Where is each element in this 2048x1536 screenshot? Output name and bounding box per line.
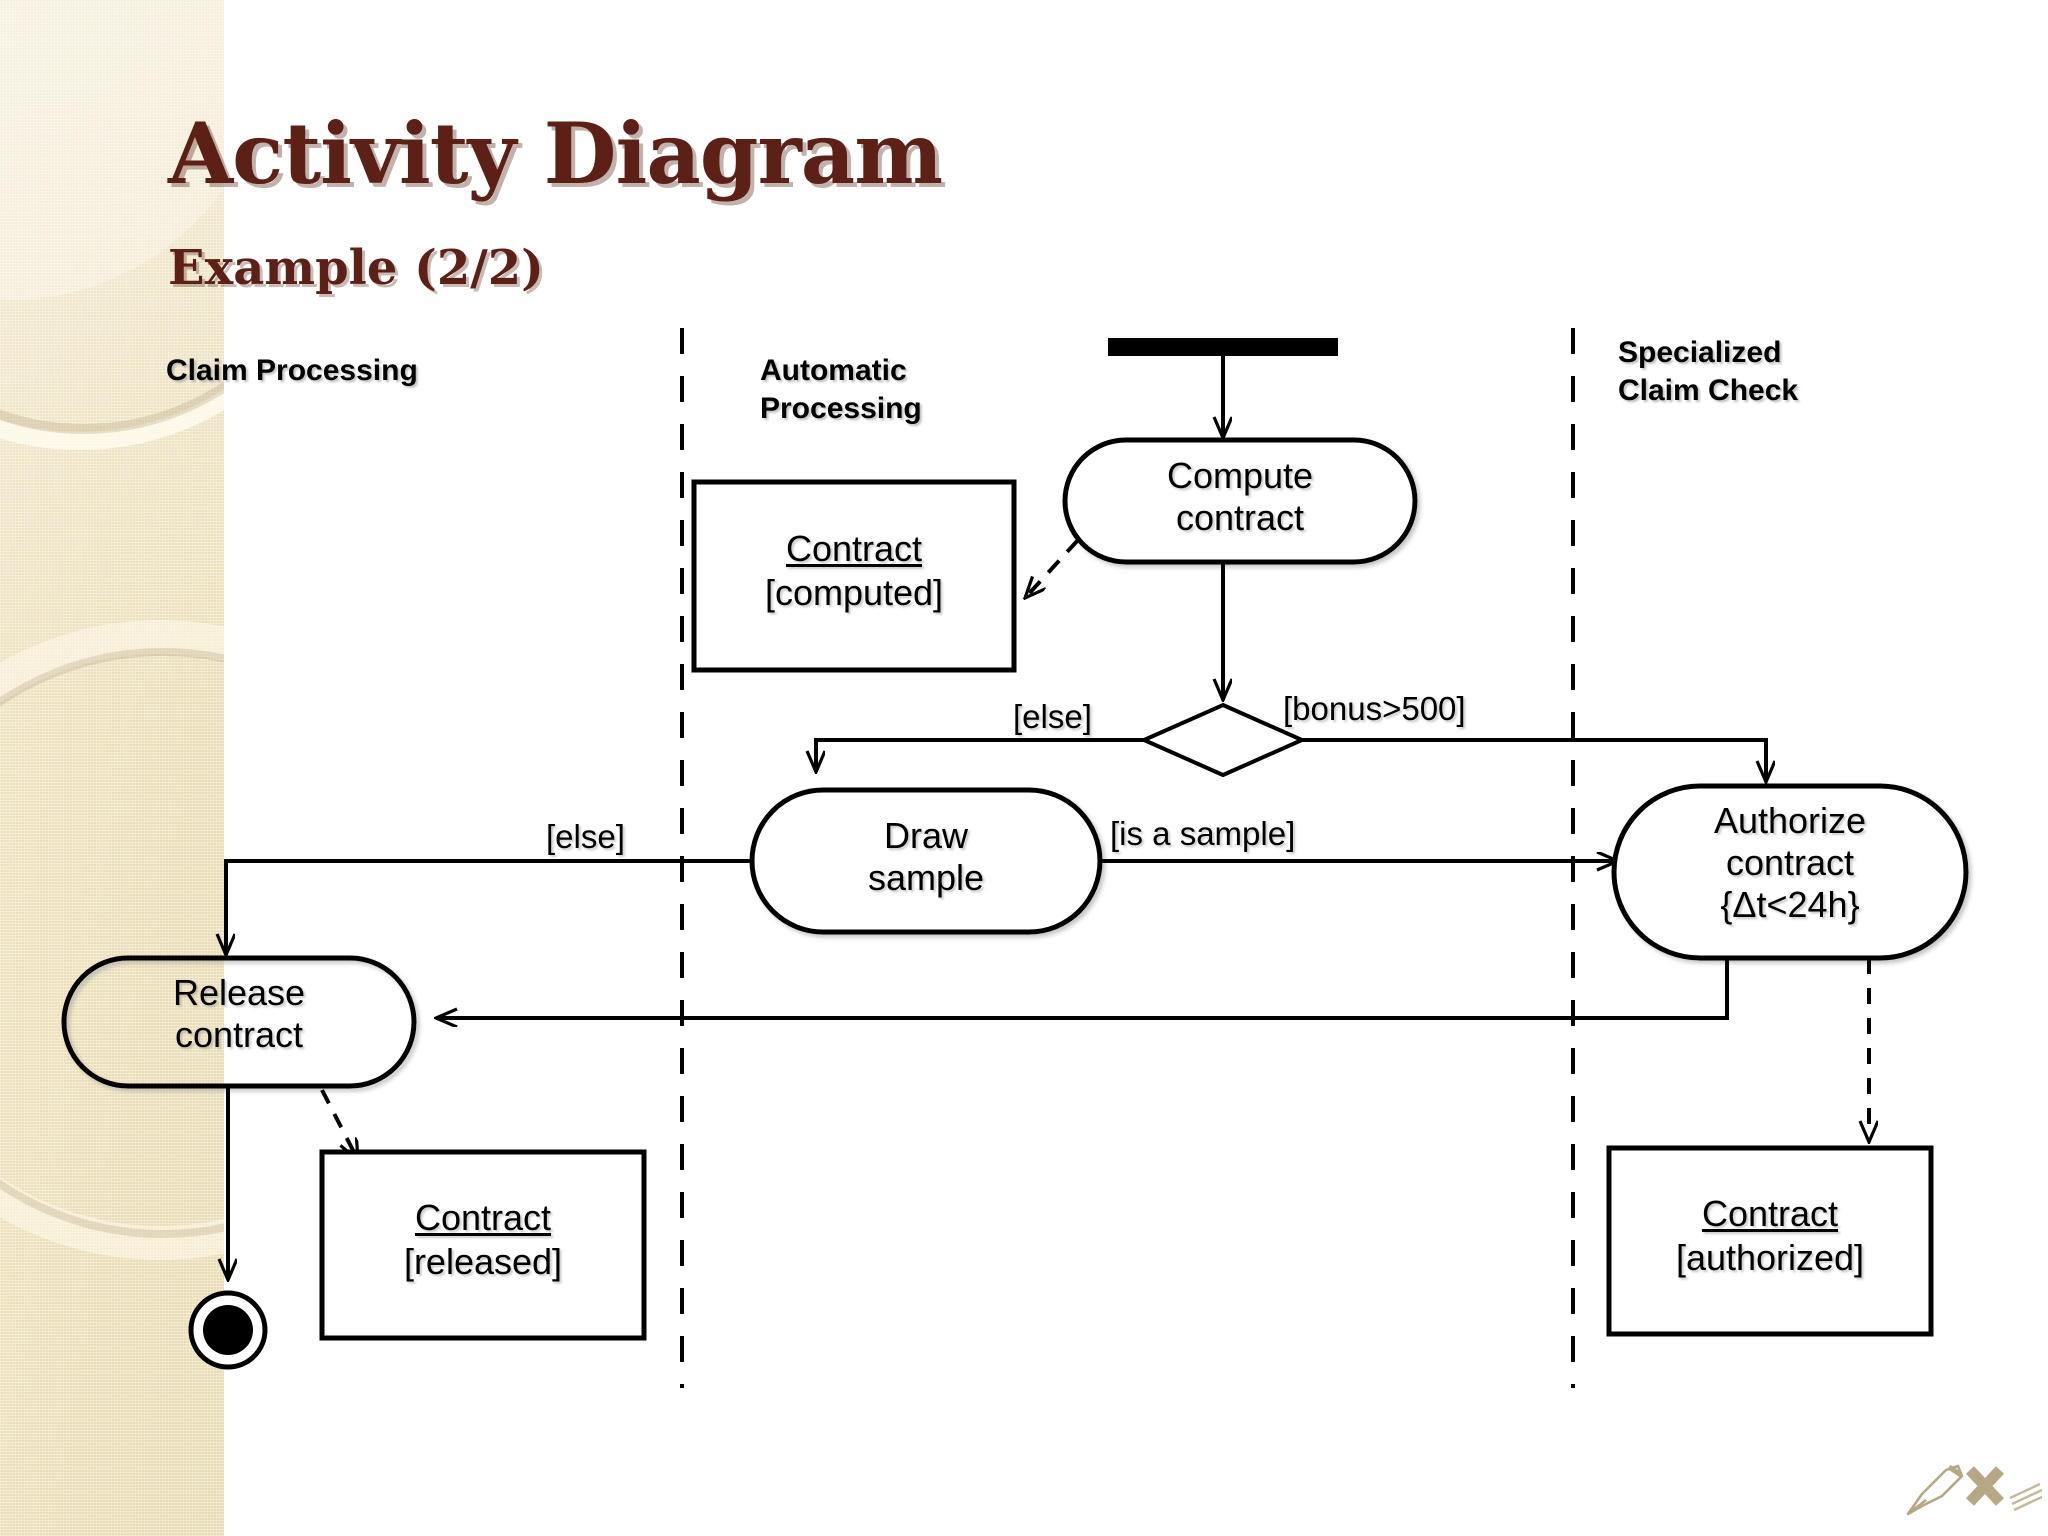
edge-authorize-to-release — [436, 958, 1729, 1018]
object-contract-released — [319, 1149, 647, 1341]
edge-decision-bonus-to-authorize — [1302, 738, 1766, 782]
object-contract-authorized — [1606, 1145, 1934, 1337]
decorative-side-panel — [0, 0, 224, 1536]
dependency-compute-to-contract-computed — [1025, 538, 1080, 598]
swimlane-header-claim-processing: Claim Processing — [166, 354, 418, 387]
edge-decision-else-to-draw-sample — [816, 738, 1144, 772]
slide-title: Activity Diagram — [168, 104, 943, 203]
node-authorize-contract — [1611, 783, 1969, 961]
swimlane-header-automatic-processing: Automatic Processing — [760, 354, 922, 426]
node-release-contract — [61, 955, 417, 1089]
slide-subtitle: Example (2/2) — [168, 240, 544, 296]
node-compute-contract — [1062, 437, 1418, 565]
decision-diamond — [1139, 702, 1307, 778]
final-node-dot — [203, 1305, 253, 1355]
edge-draw-sample-else-to-release — [226, 859, 752, 955]
dependency-release-to-contract-released — [320, 1089, 358, 1160]
object-contract-computed — [691, 479, 1017, 673]
node-draw-sample — [749, 787, 1103, 935]
hatch-lines-icon — [2009, 1482, 2042, 1512]
corner-doodle-group — [1906, 1464, 2042, 1516]
initial-bar — [1108, 338, 1338, 356]
pen-nib-icon — [1906, 1464, 1964, 1516]
panel-ring-inner-top — [0, 0, 224, 434]
swimlane-header-specialized-claim-check: Specialized Claim Check — [1618, 336, 1799, 408]
x-mark-icon — [1965, 1466, 2005, 1506]
